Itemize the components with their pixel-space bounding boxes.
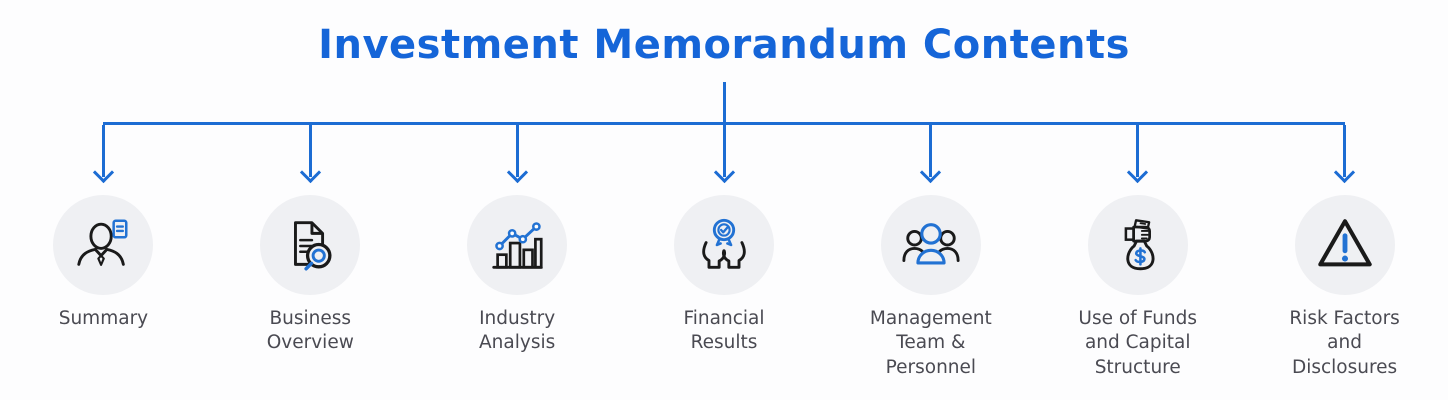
item-label: Industry Analysis xyxy=(479,308,556,354)
connector-arrows xyxy=(0,125,1448,184)
down-arrow xyxy=(414,125,621,184)
down-arrow xyxy=(827,125,1034,184)
item-financial-results: Financial Results xyxy=(621,195,828,380)
item-label: Business Overview xyxy=(266,308,354,354)
page-title: Investment Memorandum Contents xyxy=(318,22,1130,68)
down-arrow xyxy=(207,125,414,184)
document-magnifier-icon xyxy=(260,195,361,295)
item-label: Financial Results xyxy=(683,308,765,354)
item-use-of-funds: Use of Funds and Capital Structure xyxy=(1034,195,1241,380)
down-arrow xyxy=(0,125,207,184)
down-arrow xyxy=(1241,125,1448,184)
team-icon xyxy=(880,195,981,295)
item-risk-factors: Risk Factors and Disclosures xyxy=(1241,195,1448,380)
item-label: Management Team & Personnel xyxy=(869,308,992,378)
item-industry-analysis: Industry Analysis xyxy=(414,195,621,380)
item-label: Summary xyxy=(58,308,149,329)
item-management-team: Management Team & Personnel xyxy=(827,195,1034,380)
down-arrow xyxy=(621,125,828,184)
contents-items: Summary Business Overview xyxy=(0,195,1448,380)
person-document-icon xyxy=(53,195,154,295)
bar-chart-trend-icon xyxy=(467,195,568,295)
money-bag-hand-icon xyxy=(1087,195,1188,295)
item-label: Risk Factors and Disclosures xyxy=(1289,308,1400,378)
item-summary: Summary xyxy=(0,195,207,380)
item-business-overview: Business Overview xyxy=(207,195,414,380)
warning-triangle-icon xyxy=(1294,195,1395,295)
down-arrow xyxy=(1034,125,1241,184)
connector-horizontal-line xyxy=(103,122,1345,125)
connector-stem xyxy=(722,82,726,125)
hands-award-icon xyxy=(674,195,774,295)
item-label: Use of Funds and Capital Structure xyxy=(1078,308,1198,378)
